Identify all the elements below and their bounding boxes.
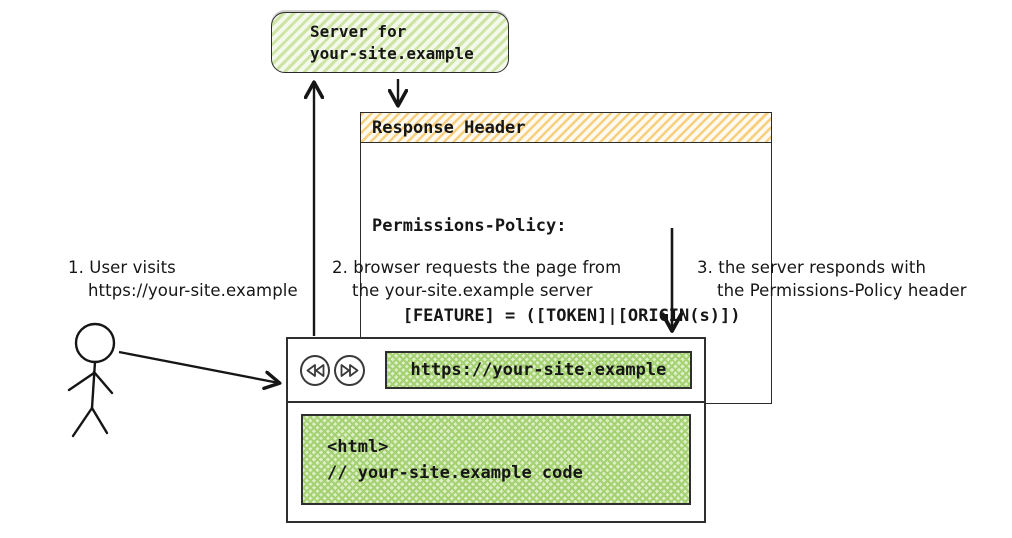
- browser-viewport: <html> // your-site.example code: [288, 403, 704, 516]
- stick-figure-right-arm: [92, 370, 114, 395]
- stick-figure-torso: [90, 360, 97, 410]
- annotation-step2: 2. browser requests the page from the yo…: [332, 256, 621, 302]
- annotation-step2-line2: the your-site.example server: [352, 281, 593, 300]
- annotation-step1-line2: https://your-site.example: [88, 281, 298, 300]
- page-content-line: <html>: [327, 436, 389, 457]
- page-content-box: <html> // your-site.example code: [301, 414, 691, 505]
- annotation-step3-line2: the Permissions-Policy header: [717, 281, 967, 300]
- response-header-body: Permissions-Policy: [FEATURE] = ([TOKEN]…: [361, 143, 771, 403]
- annotation-step2-line1: 2. browser requests the page from: [332, 258, 622, 277]
- stick-figure-left-leg: [71, 406, 94, 438]
- response-header-title: Response Header: [361, 113, 771, 143]
- server-box: Server for your-site.example: [271, 12, 509, 73]
- stick-figure-right-leg: [90, 406, 109, 435]
- server-box-line: Server for: [310, 21, 407, 41]
- rewind-icon: [305, 363, 326, 378]
- back-button[interactable]: [300, 354, 331, 386]
- annotation-step1: 1. User visits https://your-site.example: [68, 256, 298, 302]
- stick-figure-head: [74, 322, 116, 364]
- permissions-policy-line: Permissions-Policy:: [372, 216, 567, 236]
- forward-button[interactable]: [334, 354, 365, 386]
- permissions-policy-value: [FEATURE] = ([TOKEN]|[ORIGIN(s)]): [372, 306, 741, 326]
- annotation-step3: 3. the server responds with the Permissi…: [697, 256, 967, 302]
- arrow-user-to-browser: [118, 350, 279, 383]
- fast-forward-icon: [339, 363, 360, 378]
- user-stick-figure: [67, 322, 116, 438]
- annotation-step3-line1: 3. the server responds with: [697, 258, 927, 277]
- browser-toolbar: https://your-site.example: [288, 339, 704, 403]
- server-box-line: your-site.example: [310, 43, 474, 63]
- annotation-step1-line1: 1. User visits: [68, 258, 176, 277]
- stick-figure-left-arm: [67, 371, 96, 392]
- page-content-line: // your-site.example code: [327, 462, 583, 483]
- browser-window: https://your-site.example <html> // your…: [286, 337, 706, 523]
- url-bar[interactable]: https://your-site.example: [384, 351, 692, 389]
- url-text: https://your-site.example: [410, 360, 667, 380]
